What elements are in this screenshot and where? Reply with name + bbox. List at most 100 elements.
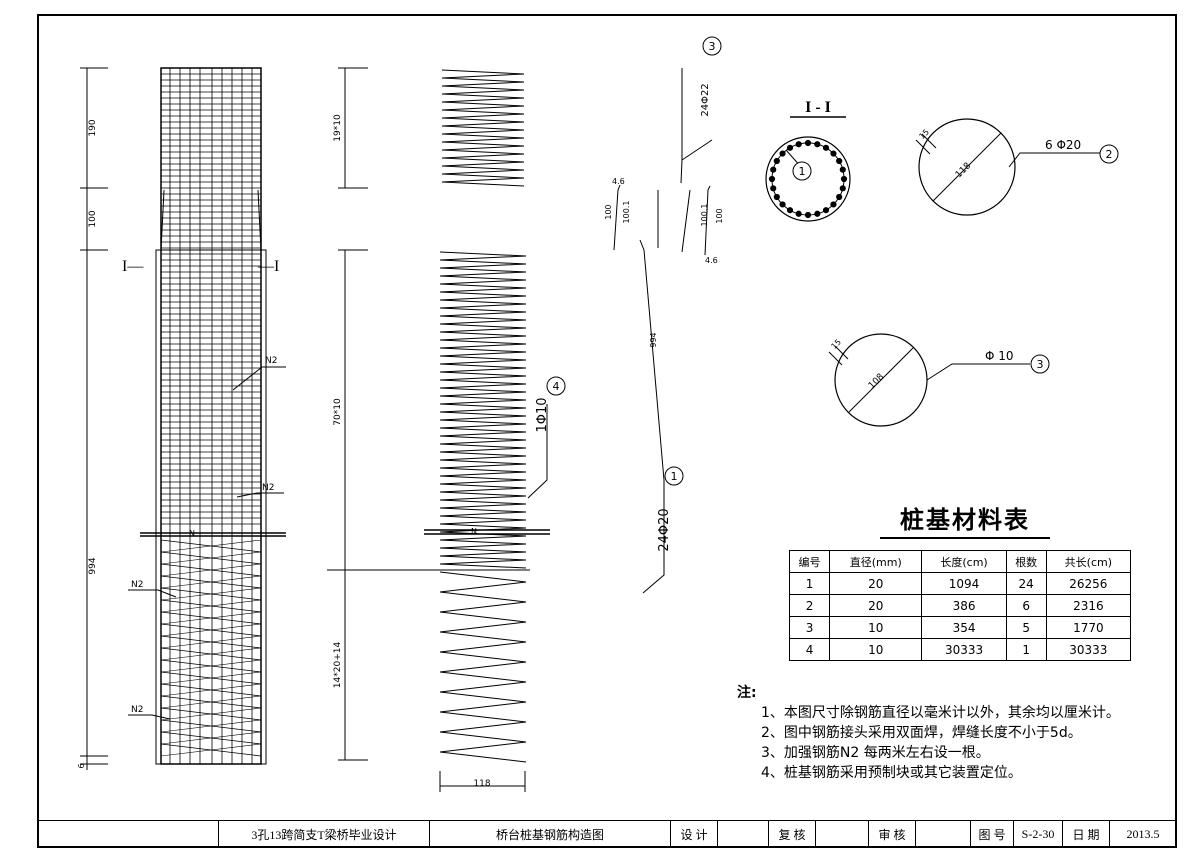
table-cell: 24 xyxy=(1005,572,1047,595)
svg-text:1: 1 xyxy=(671,470,678,483)
table-cell: 10 xyxy=(829,638,923,661)
n2-label-4: N2 xyxy=(131,705,143,715)
len-46-b: 4.6 xyxy=(705,256,718,265)
drawing-no-label: 图 号 xyxy=(970,820,1014,848)
date-value: 2013.5 xyxy=(1109,820,1177,848)
n2-label-1: N2 xyxy=(265,356,277,366)
dim-118-bottom: 118 xyxy=(473,779,490,789)
svg-text:4: 4 xyxy=(553,380,560,393)
hoop-3-dia: 108 xyxy=(867,372,886,391)
design-value xyxy=(717,820,769,848)
dim-6: 6 xyxy=(77,763,86,768)
header-cell: 长度(cm) xyxy=(921,550,1007,573)
title-block-blank xyxy=(37,820,219,848)
len-1001-a: 100.1 xyxy=(622,201,631,224)
table-header-row: 编号 直径(mm) 长度(cm) 根数 共长(cm) xyxy=(788,550,1132,573)
table-row: 1 20 1094 24 26256 xyxy=(788,572,1132,595)
note-line: 4、桩基钢筋采用预制块或其它装置定位。 xyxy=(761,765,1022,781)
table-cell: 30333 xyxy=(921,638,1007,661)
drawing-name: 桥台桩基钢筋构造图 xyxy=(429,820,671,848)
dim-19x10: 19*10 xyxy=(333,114,343,142)
hoop-3-callout: 3 xyxy=(1037,358,1044,371)
section-mark-right: —I xyxy=(257,258,279,275)
dim-70x10: 70*10 xyxy=(333,398,343,426)
drawing-no: S-2-30 xyxy=(1013,820,1063,848)
hoop-2 xyxy=(915,118,1119,216)
title-block: 3孔13跨简支T梁桥毕业设计 桥台桩基钢筋构造图 设 计 复 核 审 核 图 号… xyxy=(37,820,1177,848)
section-title: I - I xyxy=(805,99,831,116)
table-cell: 1 xyxy=(1005,638,1047,661)
section-mark-left: I— xyxy=(122,258,144,275)
header-cell: 根数 xyxy=(1005,550,1047,573)
table-cell: 20 xyxy=(829,594,923,617)
design-label: 设 计 xyxy=(670,820,718,848)
note-line: 3、加强钢筋N2 每两米左右设一根。 xyxy=(761,745,990,761)
n2-leaders xyxy=(128,366,286,720)
check-value xyxy=(915,820,971,848)
dim-190: 190 xyxy=(88,119,98,136)
table-cell: 10 xyxy=(829,616,923,639)
table-cell: 1 xyxy=(788,572,831,595)
review-label: 复 核 xyxy=(768,820,816,848)
table-row: 2 20 386 6 2316 xyxy=(788,594,1132,617)
table-cell: 20 xyxy=(829,572,923,595)
header-cell: 直径(mm) xyxy=(829,550,923,573)
cage-elevation xyxy=(140,67,286,765)
hoop-2-gap: 15 xyxy=(917,127,931,141)
dim-14x20: 14*20+14 xyxy=(333,642,343,689)
callout-4: 4 xyxy=(546,376,566,396)
svg-text:3: 3 xyxy=(709,40,716,53)
table-cell: 4 xyxy=(788,638,831,661)
rebar-1-label: 24Φ20 xyxy=(657,508,672,551)
section-circle xyxy=(765,136,851,222)
table-cell: 1094 xyxy=(921,572,1007,595)
note-line: 2、图中钢筋接头采用双面焊，焊缝长度不小于5d。 xyxy=(761,725,1082,741)
hoop-3-gap: 15 xyxy=(829,337,843,351)
rebar-details xyxy=(613,68,713,594)
len-100-b: 100 xyxy=(715,208,724,223)
len-100-a: 100 xyxy=(604,204,613,219)
hoop-3-label: Φ 10 xyxy=(985,349,1014,363)
table-cell: 1770 xyxy=(1045,616,1132,639)
n2-label-2: N2 xyxy=(262,483,274,493)
table-cell: 5 xyxy=(1005,616,1047,639)
callout-3-top: 3 xyxy=(702,36,722,56)
section-callout-1: 1 xyxy=(799,165,806,178)
table-cell: 3 xyxy=(788,616,831,639)
len-46-a: 4.6 xyxy=(612,177,625,186)
project-name: 3孔13跨简支T梁桥毕业设计 xyxy=(218,820,430,848)
hoop-2-label: 6 Φ20 xyxy=(1045,138,1081,152)
dim-100: 100 xyxy=(88,210,98,227)
review-value xyxy=(815,820,869,848)
table-row: 3 10 354 5 1770 xyxy=(788,616,1132,639)
hoop-2-callout: 2 xyxy=(1106,148,1113,161)
material-table-title: 桩基材料表 xyxy=(880,500,1050,539)
rebar-3-top-label: 24Φ22 xyxy=(700,83,711,116)
n-label-left: N xyxy=(189,529,195,538)
n-label-mid: N xyxy=(471,527,477,536)
len-994-label: 994 xyxy=(649,332,658,347)
note-line: 1、本图尺寸除钢筋直径以毫米计以外，其余均以厘米计。 xyxy=(761,705,1120,721)
table-cell: 30333 xyxy=(1045,638,1132,661)
dim-994: 994 xyxy=(88,557,98,574)
table-cell: 26256 xyxy=(1045,572,1132,595)
header-cell: 编号 xyxy=(788,550,831,573)
table-cell: 6 xyxy=(1005,594,1047,617)
hoop-3 xyxy=(828,333,1050,427)
date-label: 日 期 xyxy=(1062,820,1110,848)
notes: 注: 1、本图尺寸除钢筋直径以毫米计以外，其余均以厘米计。 2、图中钢筋接头采用… xyxy=(737,683,1120,783)
n2-label-3: N2 xyxy=(131,580,143,590)
notes-title: 注: xyxy=(737,685,757,701)
table-cell: 386 xyxy=(921,594,1007,617)
table-cell: 354 xyxy=(921,616,1007,639)
check-label: 审 核 xyxy=(868,820,916,848)
table-cell: 2316 xyxy=(1045,594,1132,617)
left-dimension xyxy=(80,67,108,770)
table-cell: 2 xyxy=(788,594,831,617)
rebar-4-label: 1Φ10 xyxy=(535,397,550,432)
callout-1: 1 xyxy=(664,466,684,486)
material-table: 编号 直径(mm) 长度(cm) 根数 共长(cm) 1 20 1094 24 … xyxy=(788,550,1132,661)
header-cell: 共长(cm) xyxy=(1045,550,1132,573)
table-row: 4 10 30333 1 30333 xyxy=(788,638,1132,661)
